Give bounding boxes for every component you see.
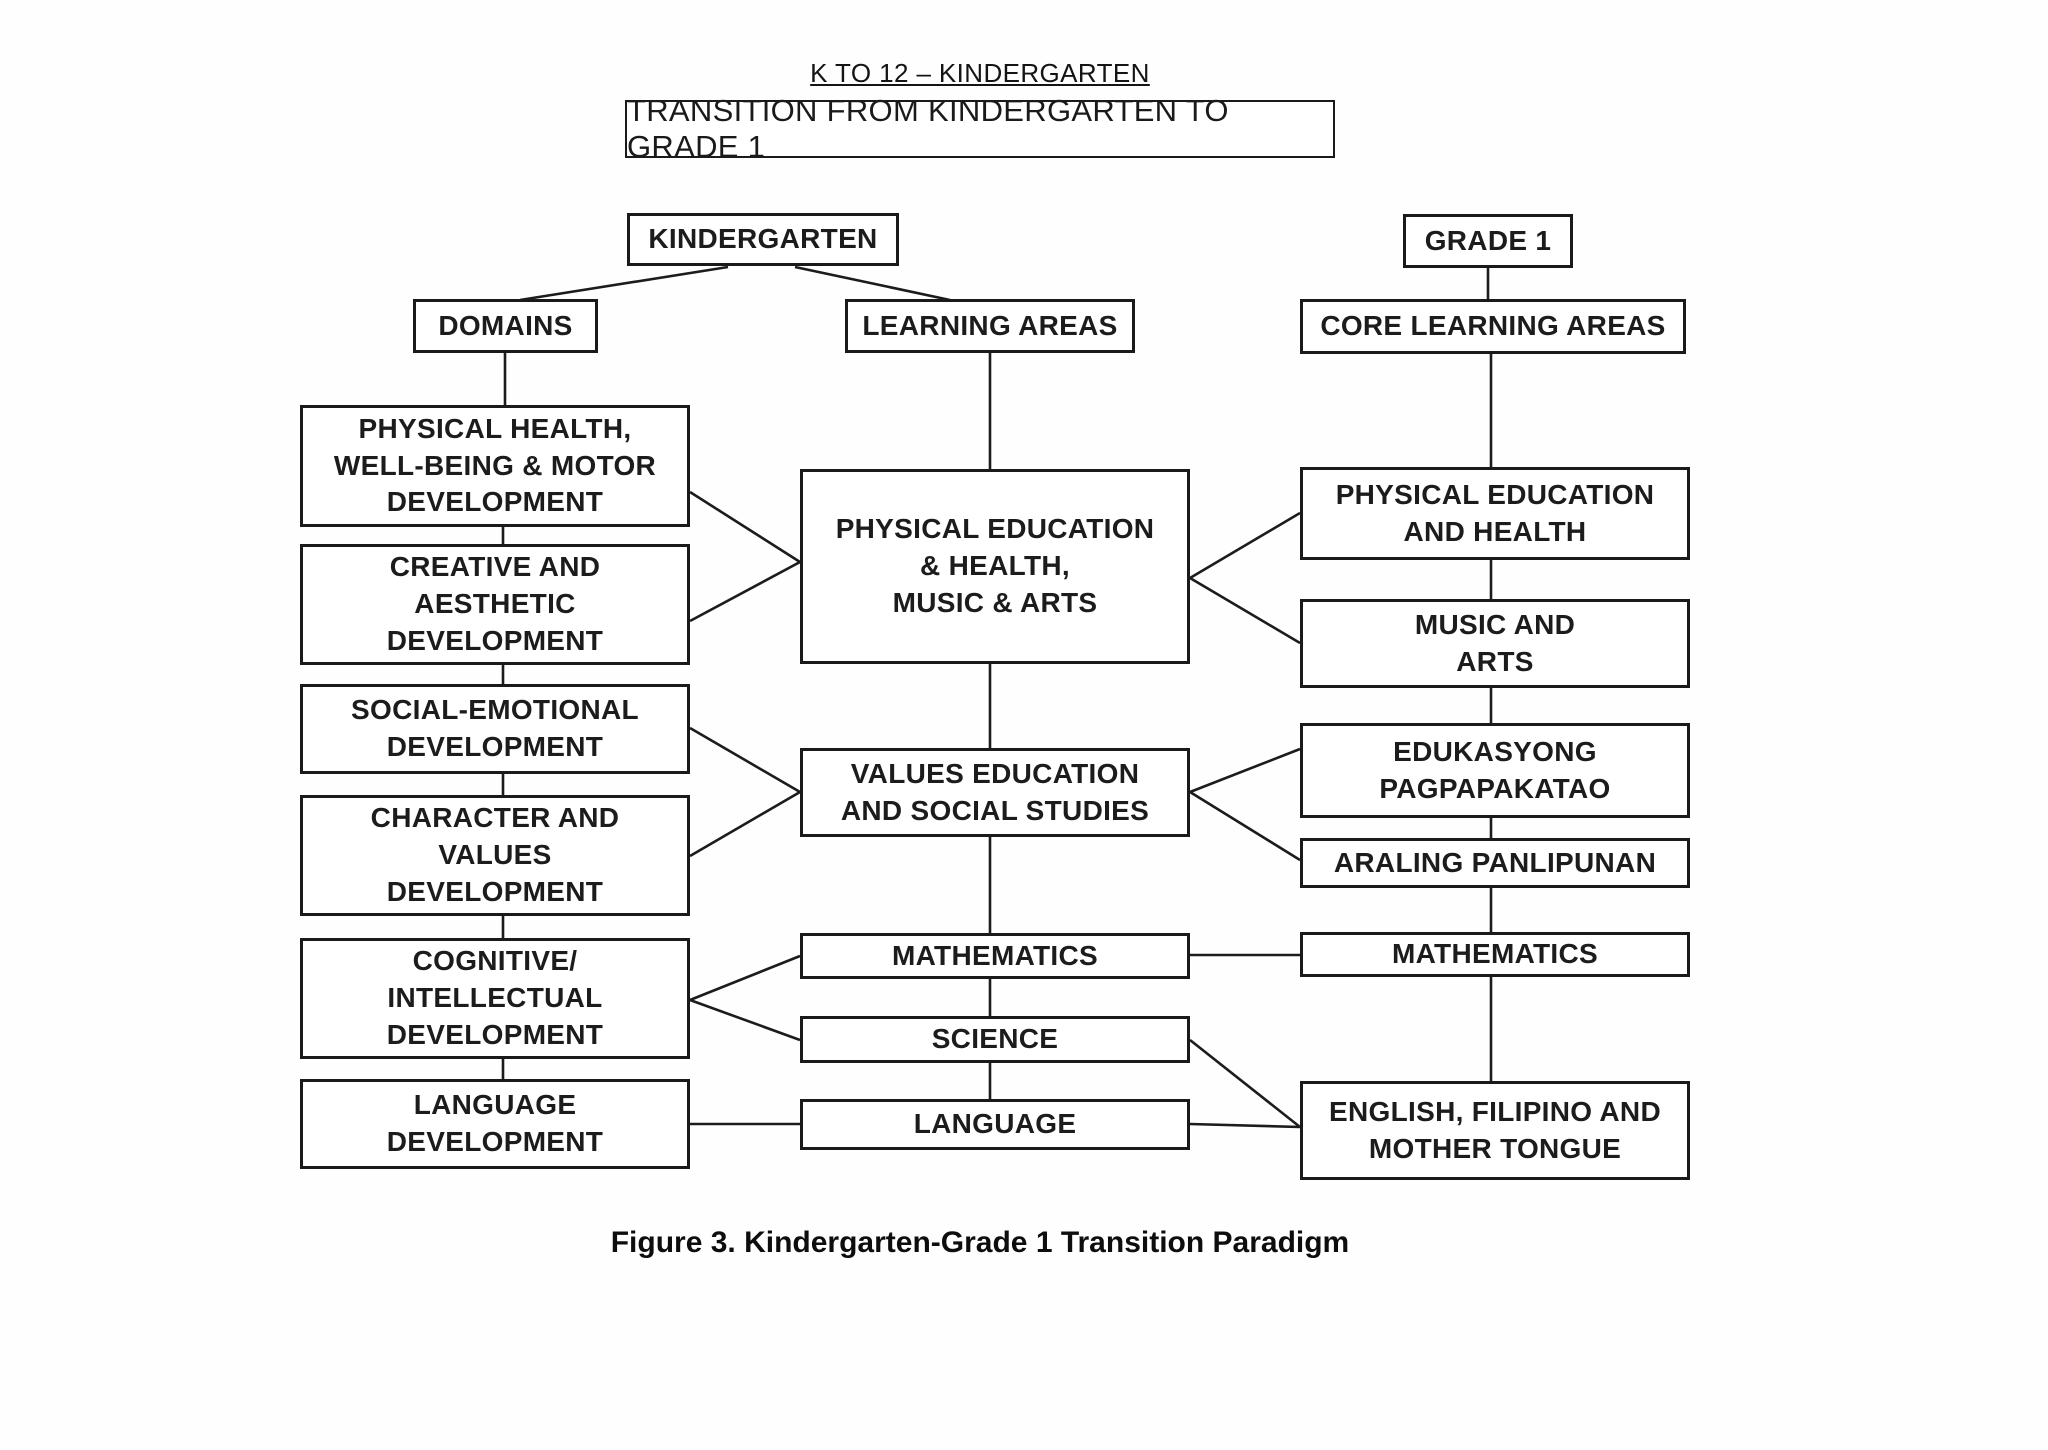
edge-language-to-english xyxy=(1189,1122,1301,1129)
edge-values-to-edukasyong xyxy=(1189,747,1301,794)
node-english-filipino-mother-tongue: ENGLISH, FILIPINO AND MOTHER TONGUE xyxy=(1300,1081,1690,1180)
edge-kindergarten-learning-areas xyxy=(794,265,951,302)
document-heading: K TO 12 – KINDERGARTEN xyxy=(810,58,1150,88)
edge-pehm-to-pe-health xyxy=(1189,511,1301,580)
node-learning-areas-header: LEARNING AREAS xyxy=(845,299,1135,353)
node-mathematics-kinder: MATHEMATICS xyxy=(800,933,1190,979)
edge-kindergarten-domains xyxy=(519,265,729,302)
node-physical-health-wellbeing-motor: PHYSICAL HEALTH, WELL-BEING & MOTOR DEVE… xyxy=(300,405,690,527)
node-domains-header: DOMAINS xyxy=(413,299,598,353)
edge-physical-health-to-pehm xyxy=(689,490,801,564)
node-music-and-arts: MUSIC AND ARTS xyxy=(1300,599,1690,688)
edge-science-to-english xyxy=(1189,1038,1301,1129)
node-mathematics-grade1: MATHEMATICS xyxy=(1300,932,1690,977)
edge-cognitive-to-science xyxy=(689,998,801,1042)
node-edukasyong-pagpapakatao: EDUKASYONG PAGPAPAKATAO xyxy=(1300,723,1690,818)
edge-social-emotional-to-values xyxy=(689,726,801,794)
node-language-development: LANGUAGE DEVELOPMENT xyxy=(300,1079,690,1169)
node-social-emotional: SOCIAL-EMOTIONAL DEVELOPMENT xyxy=(300,684,690,774)
node-character-values: CHARACTER AND VALUES DEVELOPMENT xyxy=(300,795,690,916)
node-pe-health-music-arts: PHYSICAL EDUCATION & HEALTH, MUSIC & ART… xyxy=(800,469,1190,664)
node-grade-1: GRADE 1 xyxy=(1403,214,1573,268)
node-values-education-social-studies: VALUES EDUCATION AND SOCIAL STUDIES xyxy=(800,748,1190,837)
edge-pehm-to-music-arts xyxy=(1189,576,1301,645)
node-cognitive-intellectual: COGNITIVE/ INTELLECTUAL DEVELOPMENT xyxy=(300,938,690,1059)
edge-creative-to-pehm xyxy=(689,560,801,623)
node-science: SCIENCE xyxy=(800,1016,1190,1063)
node-kindergarten: KINDERGARTEN xyxy=(627,213,899,266)
edge-cognitive-to-mathematics xyxy=(689,954,801,1002)
node-core-learning-areas-header: CORE LEARNING AREAS xyxy=(1300,299,1686,354)
node-creative-aesthetic: CREATIVE AND AESTHETIC DEVELOPMENT xyxy=(300,544,690,665)
edge-values-to-araling xyxy=(1189,790,1301,862)
node-araling-panlipunan: ARALING PANLIPUNAN xyxy=(1300,838,1690,888)
edge-character-to-values xyxy=(689,790,801,858)
figure-title-box: TRANSITION FROM KINDERGARTEN TO GRADE 1 xyxy=(625,93,1335,164)
figure-caption: Figure 3. Kindergarten-Grade 1 Transitio… xyxy=(610,1226,1350,1259)
node-physical-education-and-health: PHYSICAL EDUCATION AND HEALTH xyxy=(1300,467,1690,560)
node-language: LANGUAGE xyxy=(800,1099,1190,1150)
